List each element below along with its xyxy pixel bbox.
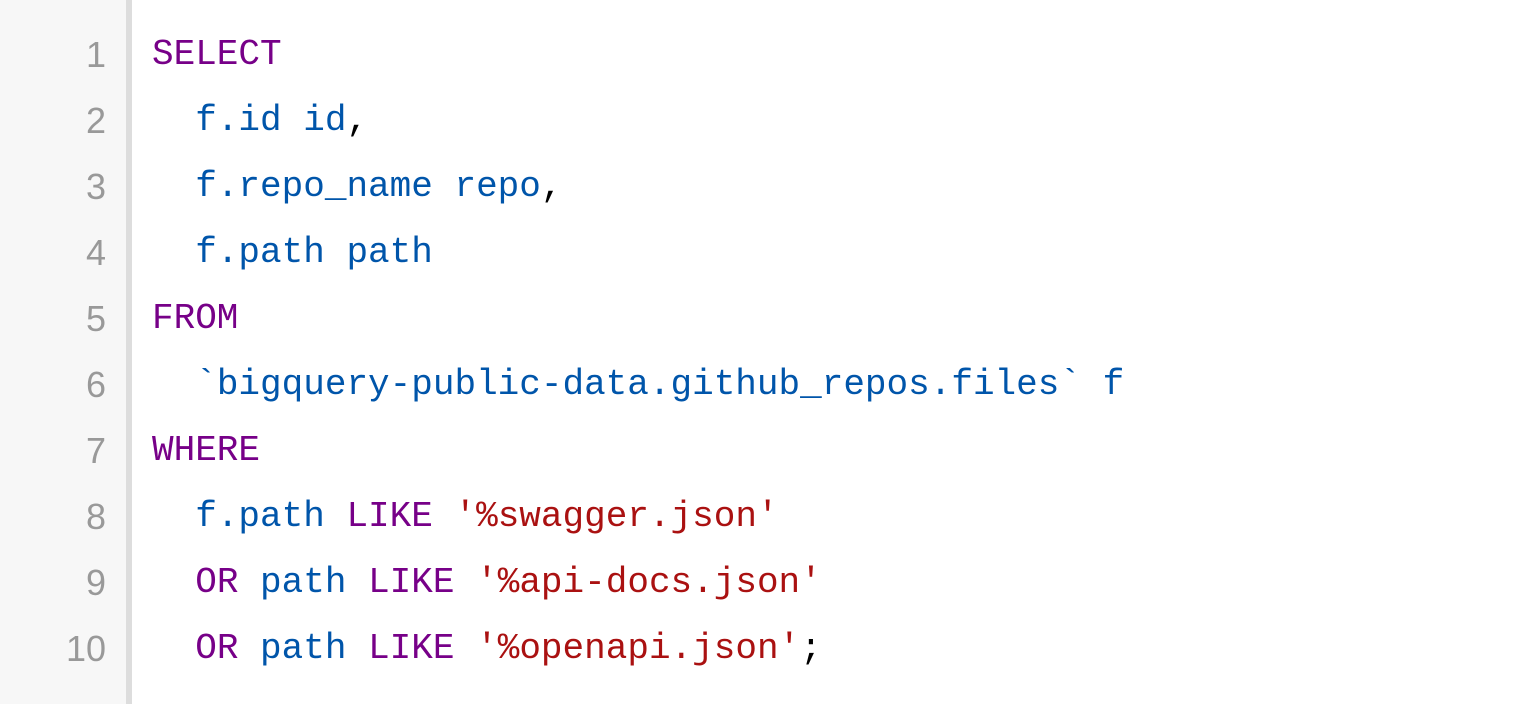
whitespace <box>238 562 260 603</box>
line-number: 5 <box>85 298 106 339</box>
identifier: path <box>260 628 347 669</box>
code-line[interactable]: SELECT <box>152 22 1528 88</box>
line-number: 7 <box>85 430 106 471</box>
line-number: 4 <box>85 232 106 273</box>
whitespace <box>346 562 368 603</box>
identifier: path <box>260 562 347 603</box>
whitespace <box>152 628 195 669</box>
line-number: 1 <box>85 34 106 75</box>
identifier: id <box>303 100 347 141</box>
code-line[interactable]: WHERE <box>152 418 1528 484</box>
code-line[interactable]: f.path path <box>152 220 1528 286</box>
whitespace <box>152 364 195 405</box>
whitespace <box>282 100 304 141</box>
whitespace <box>152 562 195 603</box>
identifier: path <box>346 232 433 273</box>
whitespace <box>325 232 347 273</box>
whitespace <box>455 628 477 669</box>
line-number: 10 <box>65 628 106 669</box>
string-literal: '%swagger.json' <box>454 496 779 537</box>
sql-keyword: LIKE <box>368 628 455 669</box>
sql-keyword: FROM <box>152 298 239 339</box>
whitespace <box>433 166 455 207</box>
code-line[interactable]: OR path LIKE '%openapi.json'; <box>152 616 1528 682</box>
identifier: repo <box>454 166 541 207</box>
line-number: 6 <box>85 364 106 405</box>
sql-keyword: OR <box>195 628 239 669</box>
identifier: f.path <box>195 496 325 537</box>
code-area[interactable]: SELECT f.id id, f.repo_name repo, f.path… <box>132 0 1528 704</box>
punctuation: , <box>540 166 563 207</box>
code-line[interactable]: f.repo_name repo, <box>152 154 1528 220</box>
sql-keyword: SELECT <box>152 34 282 75</box>
identifier: f.repo_name <box>195 166 433 207</box>
line-number: 3 <box>85 166 106 207</box>
whitespace <box>325 496 347 537</box>
code-line[interactable]: f.path LIKE '%swagger.json' <box>152 484 1528 550</box>
string-literal: '%api-docs.json' <box>476 562 822 603</box>
whitespace <box>1081 364 1103 405</box>
punctuation: ; <box>800 628 822 669</box>
line-number: 8 <box>85 496 106 537</box>
code-line[interactable]: OR path LIKE '%api-docs.json' <box>152 550 1528 616</box>
string-literal: '%openapi.json' <box>476 628 801 669</box>
sql-keyword: LIKE <box>368 562 455 603</box>
identifier: f <box>1102 364 1125 405</box>
whitespace <box>238 628 260 669</box>
sql-keyword: WHERE <box>152 430 261 471</box>
sql-keyword: LIKE <box>346 496 433 537</box>
line-number: 2 <box>85 100 106 141</box>
whitespace <box>455 562 477 603</box>
code-line[interactable]: `bigquery-public-data.github_repos.files… <box>152 352 1528 418</box>
whitespace <box>152 166 195 207</box>
code-line[interactable]: f.id id, <box>152 88 1528 154</box>
sql-keyword: OR <box>195 562 239 603</box>
whitespace <box>433 496 455 537</box>
identifier: f.path <box>195 232 325 273</box>
code-line[interactable]: FROM <box>152 286 1528 352</box>
identifier: f.id <box>195 100 282 141</box>
whitespace <box>152 100 195 141</box>
whitespace <box>346 628 368 669</box>
punctuation: , <box>346 100 369 141</box>
whitespace <box>152 232 195 273</box>
whitespace <box>152 496 195 537</box>
line-number: 9 <box>85 562 106 603</box>
identifier: `bigquery-public-data.github_repos.files… <box>195 364 1081 405</box>
line-number-gutter: 1 2 3 4 5 6 7 8 9 10 <box>0 0 132 704</box>
